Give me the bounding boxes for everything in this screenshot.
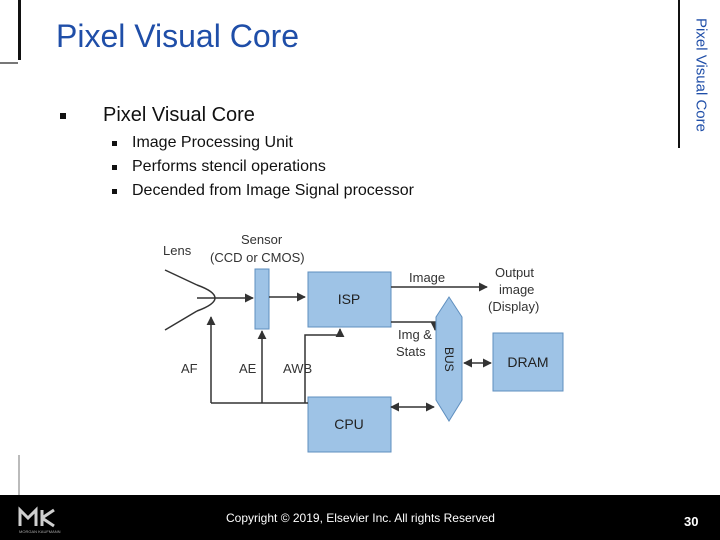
side-title-text: Pixel Visual Core — [692, 18, 710, 132]
sensor-block — [254, 268, 270, 330]
image-label: Image — [409, 270, 445, 285]
img-stats-label-2: Stats — [396, 344, 426, 359]
side-rule — [678, 0, 680, 148]
copyright-text: Copyright © 2019, Elsevier Inc. All righ… — [226, 511, 495, 525]
sub-bullet-3: Decended from Image Signal processor — [132, 182, 414, 199]
left-rule-bottom — [18, 455, 20, 495]
sub-bullet-square-icon — [112, 141, 117, 146]
ae-label: AE — [239, 361, 257, 376]
side-title: Pixel Visual Core — [683, 0, 719, 150]
title-underline — [0, 62, 18, 64]
dram-label: DRAM — [507, 354, 548, 370]
output-label-3: (Display) — [488, 299, 539, 314]
isp-block-diagram: Lens Sensor (CCD or CMOS) ISP Image Outp… — [163, 232, 564, 453]
sub-bullet-1: Image Processing Unit — [132, 134, 293, 151]
bus-block — [435, 296, 463, 422]
isp-to-bus-arrow — [391, 321, 440, 331]
isp-block — [307, 271, 392, 328]
left-rule-top — [18, 0, 21, 60]
img-stats-label-1: Img & — [398, 327, 432, 342]
page-number: 30 — [684, 514, 699, 529]
mk-logo-icon: MORGAN KAUFMANN — [18, 506, 61, 534]
sensor-label: Sensor — [241, 232, 283, 247]
awb-label: AWB — [283, 361, 312, 376]
bullet-main: Pixel Visual Core — [103, 104, 255, 126]
cpu-label: CPU — [334, 416, 364, 432]
sub-bullet-2: Performs stencil operations — [132, 158, 326, 175]
slide-title: Pixel Visual Core — [56, 18, 300, 54]
bus-label: BUS — [442, 347, 456, 372]
awb-feedback-line — [304, 328, 345, 403]
lens-ray-bottom — [164, 310, 198, 331]
output-label-2: image — [499, 282, 534, 297]
sensor-type-label: (CCD or CMOS) — [210, 250, 305, 265]
bullet-square-icon — [60, 113, 66, 119]
cpu-block — [307, 396, 392, 453]
dram-block — [492, 332, 564, 392]
footer-bar — [0, 495, 720, 540]
lens-label: Lens — [163, 243, 192, 258]
lens-ray-top — [164, 269, 198, 286]
output-label-1: Output — [495, 265, 534, 280]
sub-bullet-square-icon — [112, 165, 117, 170]
sub-bullet-square-icon — [112, 189, 117, 194]
isp-label: ISP — [338, 291, 361, 307]
af-label: AF — [181, 361, 198, 376]
logo-subtext: MORGAN KAUFMANN — [19, 529, 61, 534]
